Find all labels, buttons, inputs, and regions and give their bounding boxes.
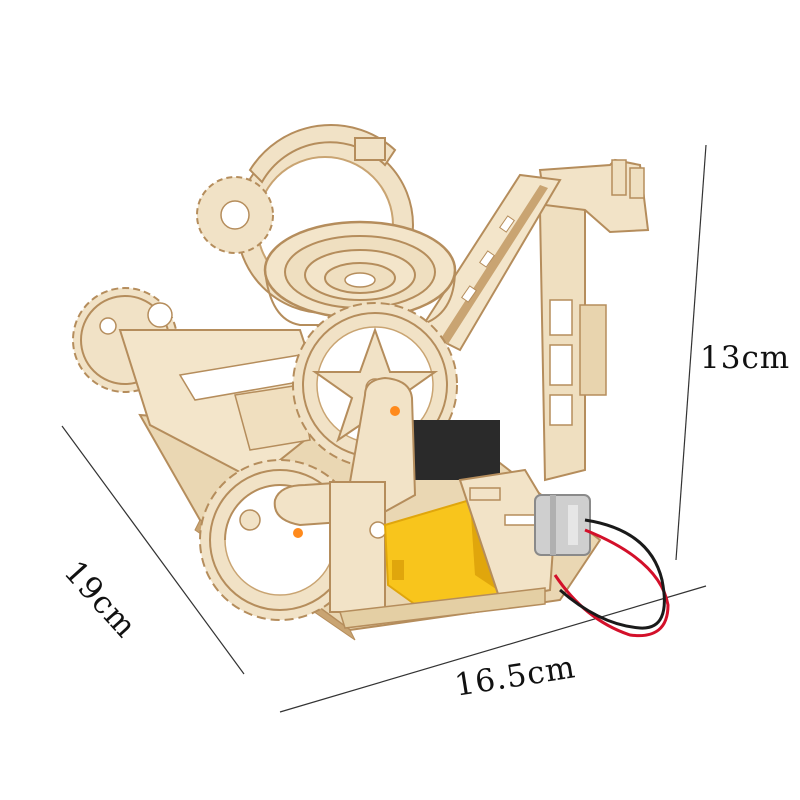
led-top: [390, 406, 400, 416]
rear-motor-housing: [410, 420, 500, 480]
motor-bracket: [458, 468, 557, 602]
spiral-funnel: [263, 220, 457, 326]
crank-arm: [273, 376, 417, 613]
upper-left-gear: [196, 176, 274, 254]
height-label: 13cm: [700, 340, 791, 376]
base-front-strip: [339, 587, 546, 629]
diagonal-ramp: [418, 173, 562, 352]
track-frame: [118, 329, 332, 482]
black-wire: [559, 518, 666, 630]
led-left: [293, 528, 303, 538]
ramp-tower: [518, 158, 650, 482]
dc-motor: [534, 494, 591, 556]
length-dimension-line: [279, 585, 707, 713]
height-dimension-line: [675, 144, 707, 561]
width-dimension-line: [61, 425, 245, 675]
